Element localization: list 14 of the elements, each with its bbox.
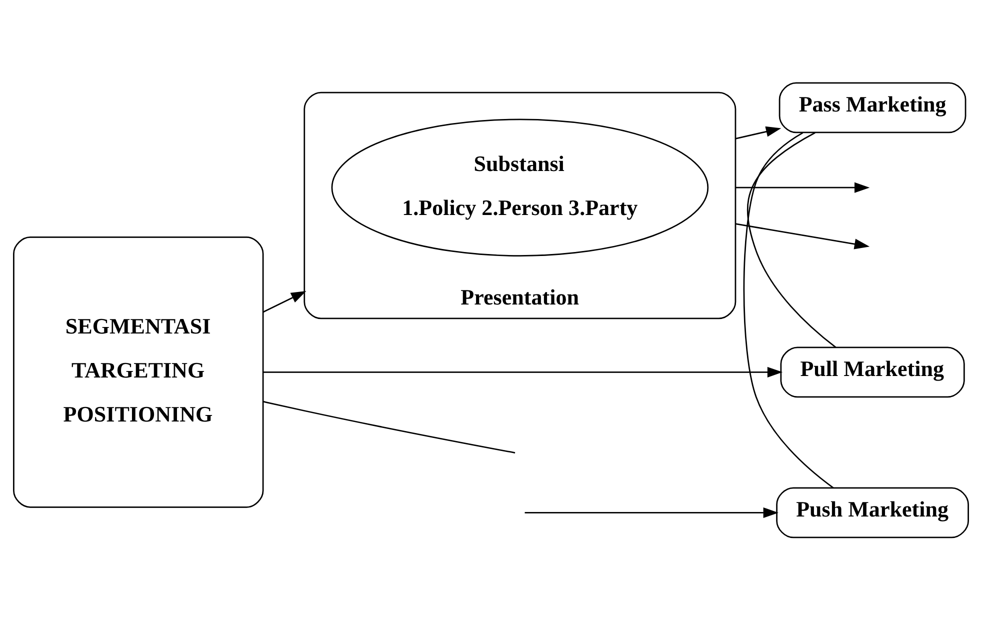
connector — [743, 132, 834, 488]
connector — [746, 132, 836, 348]
node-box: Pull Marketing — [780, 346, 965, 398]
node-ellipse: Substansi 1.Policy 2.Person 3.Party — [331, 118, 709, 256]
arrow — [735, 222, 870, 249]
arrow — [262, 290, 306, 312]
arrow — [263, 366, 783, 377]
node-box: Push Marketing — [776, 486, 969, 538]
arrow — [735, 182, 870, 192]
node-box: Pass Marketing — [778, 82, 966, 133]
arrow — [524, 506, 778, 518]
node-box: SEGMENTASI TARGETING POSITIONING — [13, 236, 264, 508]
connector — [263, 400, 516, 453]
arrow — [735, 126, 782, 139]
